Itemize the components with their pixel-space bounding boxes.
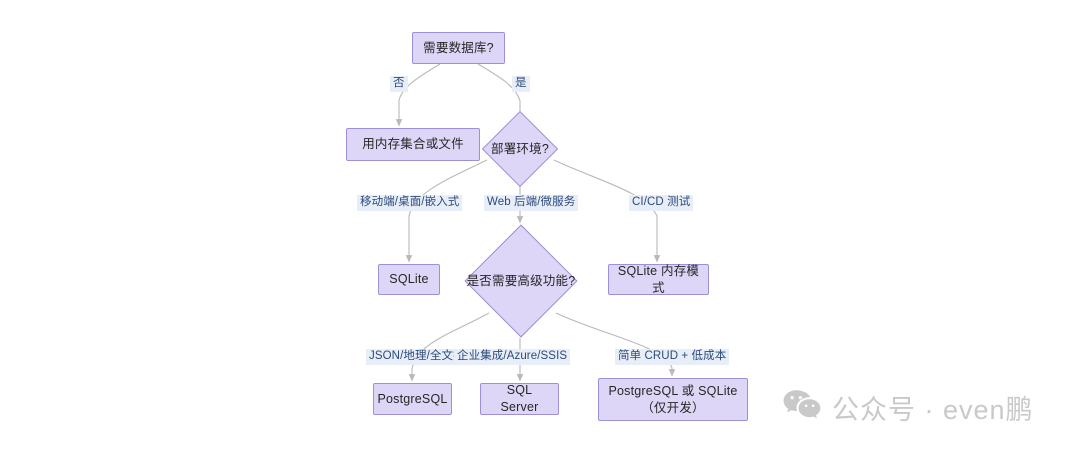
node-need-db-label: 需要数据库?: [423, 40, 494, 55]
node-sql-server[interactable]: SQL Server: [480, 383, 559, 415]
node-postgres-or-sqlite-label: PostgreSQL 或 SQLite（仅开发）: [608, 383, 738, 415]
node-sqlite-label: SQLite: [389, 272, 429, 287]
edge-advanced-to-postgres-or-sqlite: [555, 312, 676, 377]
node-postgres-or-sqlite[interactable]: PostgreSQL 或 SQLite（仅开发）: [598, 378, 748, 421]
edge-need-db-to-deploy: [477, 63, 524, 123]
edge-advanced-to-postgresql: [408, 312, 490, 382]
edge-label-yes: 是: [512, 76, 530, 92]
edge-need-db-to-memory: [395, 63, 441, 127]
node-need-db[interactable]: 需要数据库?: [412, 32, 505, 64]
node-sql-server-label: SQL Server: [500, 383, 539, 414]
watermark-text: 公众号 · even鹏: [832, 395, 1034, 425]
edge-label-enterprise-azure-ssis: 企业集成/Azure/SSIS: [454, 349, 571, 365]
edge-deploy-to-sqlite-memory: [553, 159, 661, 263]
node-sqlite-memory[interactable]: SQLite 内存模式: [608, 264, 709, 295]
edge-label-json-geo-fulltext: JSON/地理/全文搜索: [366, 349, 480, 365]
edge-label-mobile-desktop-embedded: 移动端/桌面/嵌入式: [357, 195, 463, 211]
node-advanced-features-label: 是否需要高级功能?: [466, 273, 576, 288]
edge-deploy-to-sqlite: [405, 159, 488, 263]
node-sqlite[interactable]: SQLite: [378, 264, 440, 295]
edge-label-ci-cd-test: CI/CD 测试: [629, 195, 694, 211]
edge-label-no: 否: [390, 76, 408, 92]
node-deploy-env-label-box: 部署环境?: [465, 126, 575, 172]
wechat-icon: [782, 388, 822, 427]
node-deploy-env-label: 部署环境?: [491, 141, 549, 156]
node-postgresql-label: PostgreSQL: [377, 391, 448, 406]
node-postgresql[interactable]: PostgreSQL: [373, 383, 452, 415]
node-advanced-features-label-box: 是否需要高级功能?: [456, 258, 586, 304]
edge-label-web-backend-microservice: Web 后端/微服务: [484, 195, 579, 211]
node-memory-collection-label: 用内存集合或文件: [362, 137, 464, 152]
edge-label-simple-crud-low-cost: 简单 CRUD + 低成本: [615, 349, 730, 365]
node-memory-collection[interactable]: 用内存集合或文件: [346, 128, 480, 161]
node-sqlite-memory-label: SQLite 内存模式: [617, 263, 700, 295]
watermark: 公众号 · even鹏: [782, 388, 1034, 427]
